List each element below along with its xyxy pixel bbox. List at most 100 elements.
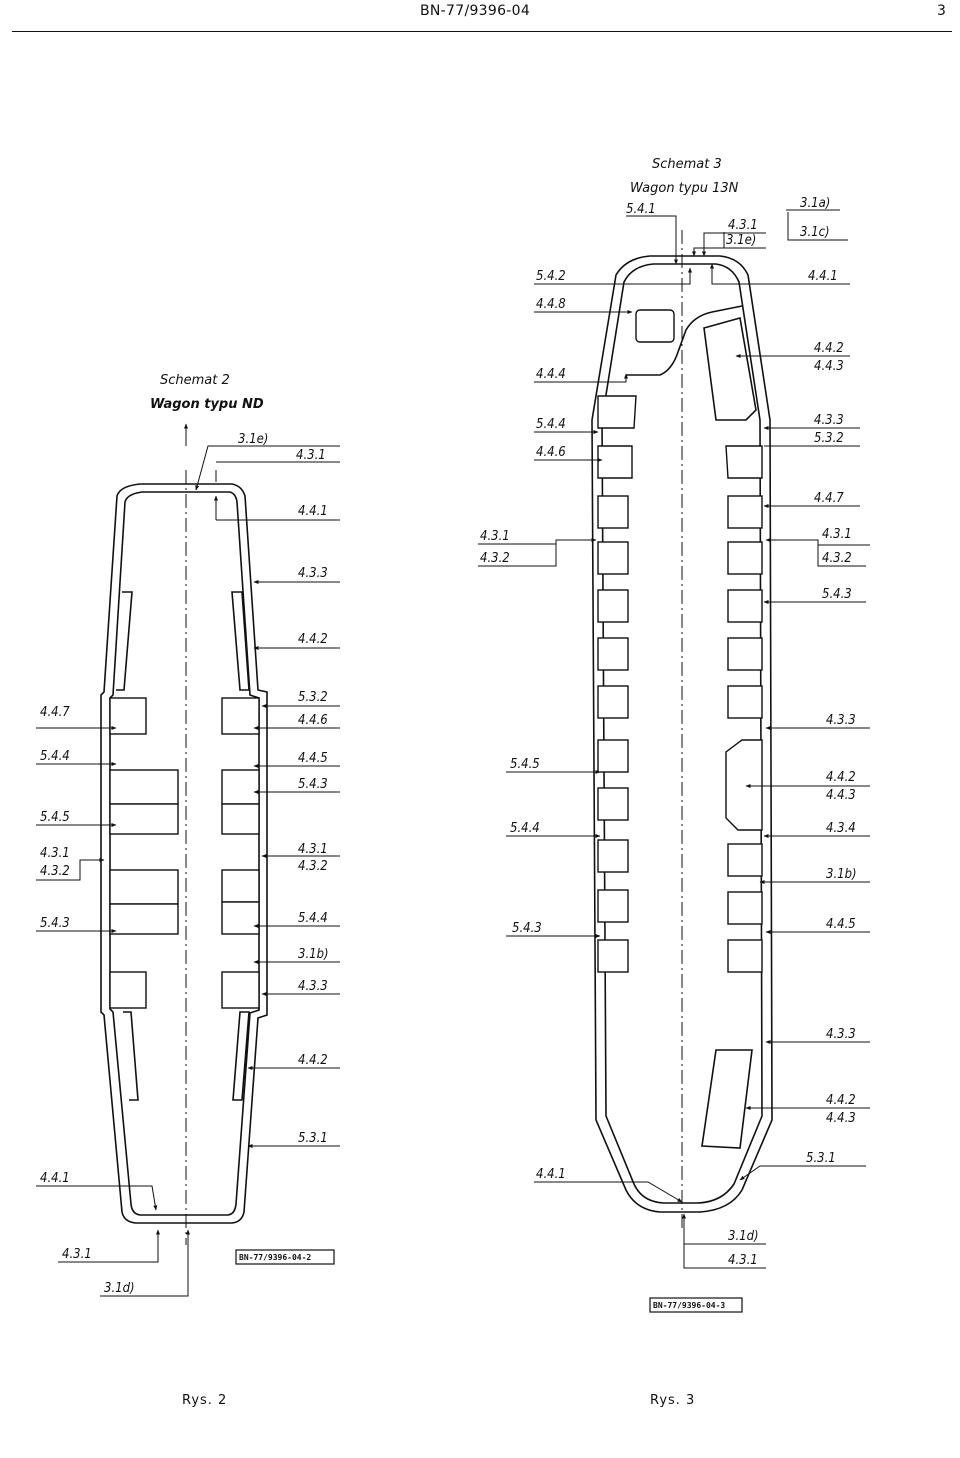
label-4-4-5: 4.4.5 xyxy=(826,917,856,932)
seat xyxy=(221,971,260,1009)
page-number: 3 xyxy=(937,3,947,19)
label-5-4-1: 5.4.1 xyxy=(626,202,656,217)
label-5-4-3: 5.4.3 xyxy=(512,921,542,936)
wagon-nd-outline xyxy=(100,483,268,1224)
header-rule xyxy=(12,31,952,32)
schemat3-stamp-frame xyxy=(649,1297,743,1313)
label-3-1d: 3.1d) xyxy=(104,1281,135,1296)
label-5-3-1: 5.3.1 xyxy=(298,1131,328,1146)
label-5-4-3: 5.4.3 xyxy=(822,587,852,602)
seat xyxy=(597,939,629,973)
seat xyxy=(597,589,629,623)
label-4-3-3: 4.3.3 xyxy=(814,413,844,428)
document-id: BN-77/9396-04 xyxy=(420,3,531,19)
label-4-4-4: 4.4.4 xyxy=(536,367,566,382)
seat xyxy=(109,903,179,935)
label-4-3-3: 4.3.3 xyxy=(826,1027,856,1042)
label-5-4-5: 5.4.5 xyxy=(40,810,70,825)
label-4-4-7: 4.4.7 xyxy=(814,491,844,506)
seat xyxy=(221,769,260,805)
side-panel xyxy=(116,591,133,691)
schemat2-stamp-frame xyxy=(235,1249,335,1265)
label-4-3-3: 4.3.3 xyxy=(298,566,328,581)
label-4-3-2: 4.3.2 xyxy=(822,551,852,566)
seat xyxy=(727,891,763,925)
label-4-3-4: 4.3.4 xyxy=(826,821,856,836)
label-4-3-3: 4.3.3 xyxy=(826,713,856,728)
seat xyxy=(597,541,629,575)
side-compartment xyxy=(701,1049,753,1149)
side-panel xyxy=(232,1011,250,1101)
label-4-4-3: 4.4.3 xyxy=(814,359,844,374)
label-4-4-1: 4.4.1 xyxy=(808,269,838,284)
label-4-3-1: 4.3.1 xyxy=(728,218,758,233)
label-3-1c: 3.1c) xyxy=(800,225,830,240)
seat xyxy=(597,889,629,923)
label-3-1b: 3.1b) xyxy=(298,947,329,962)
seat xyxy=(597,395,637,429)
label-4-3-3: 4.3.3 xyxy=(298,979,328,994)
label-4-3-1: 4.3.1 xyxy=(62,1247,92,1262)
side-panel xyxy=(123,1011,139,1101)
label-4-3-1: 4.3.1 xyxy=(822,527,852,542)
seat xyxy=(221,803,260,835)
label-5-4-4: 5.4.4 xyxy=(298,911,328,926)
label-4-3-1: 4.3.1 xyxy=(40,846,70,861)
seat xyxy=(597,685,629,719)
label-3-1b: 3.1b) xyxy=(826,867,857,882)
label-4-4-1: 4.4.1 xyxy=(298,504,328,519)
label-4-4-2: 4.4.2 xyxy=(814,341,844,356)
label-4-3-2: 4.3.2 xyxy=(40,864,70,879)
seat xyxy=(221,901,260,935)
label-3-1a: 3.1a) xyxy=(800,196,830,211)
seat xyxy=(727,495,763,529)
seat xyxy=(597,787,629,821)
label-4-3-2: 4.3.2 xyxy=(298,859,328,874)
wagon-13n-diagram: Schemat 3 Wagon typu 13N xyxy=(478,157,870,1408)
seat xyxy=(109,971,147,1009)
seat xyxy=(597,839,629,873)
label-5-3-2: 5.3.2 xyxy=(814,431,844,446)
seat xyxy=(109,697,147,735)
label-4-3-1: 4.3.1 xyxy=(480,529,510,544)
seat xyxy=(109,769,179,805)
label-4-4-5: 4.4.5 xyxy=(298,751,328,766)
label-4-3-1: 4.3.1 xyxy=(298,842,328,857)
label-4-3-1: 4.3.1 xyxy=(728,1253,758,1268)
label-4-4-6: 4.4.6 xyxy=(298,713,328,728)
seat xyxy=(727,589,763,623)
seat xyxy=(109,869,179,905)
wagon-13n-inner-wall xyxy=(601,263,763,1204)
seat xyxy=(727,637,763,671)
label-5-4-4: 5.4.4 xyxy=(40,749,70,764)
label-4-4-8: 4.4.8 xyxy=(536,297,566,312)
label-4-4-2: 4.4.2 xyxy=(298,632,328,647)
schemat2-stamp: BN-77/9396-04-2 xyxy=(239,1253,311,1262)
label-4-4-2: 4.4.2 xyxy=(826,1093,856,1108)
label-5-4-4: 5.4.4 xyxy=(510,821,540,836)
seat xyxy=(727,939,763,973)
label-3-1e: 3.1e) xyxy=(238,432,268,447)
label-4-4-3: 4.4.3 xyxy=(826,788,856,803)
label-4-3-2: 4.3.2 xyxy=(480,551,510,566)
label-4-4-1: 4.4.1 xyxy=(40,1171,70,1186)
label-4-4-2: 4.4.2 xyxy=(298,1053,328,1068)
seat xyxy=(597,495,629,529)
side-compartment xyxy=(703,316,757,421)
label-4-4-6: 4.4.6 xyxy=(536,445,566,460)
label-5-4-5: 5.4.5 xyxy=(510,757,540,772)
label-4-4-3: 4.4.3 xyxy=(826,1111,856,1126)
seat xyxy=(597,739,629,773)
schemat3-title: Schemat 3 xyxy=(652,157,722,172)
side-compartment xyxy=(725,739,763,831)
label-3-1e: 3.1e) xyxy=(726,233,756,248)
schemat3-subtitle: Wagon typu 13N xyxy=(630,181,739,196)
label-4-4-2: 4.4.2 xyxy=(826,770,856,785)
wagon-13n-outline xyxy=(591,255,773,1213)
seat xyxy=(597,637,629,671)
label-5-3-1: 5.3.1 xyxy=(806,1151,836,1166)
seat xyxy=(221,869,260,903)
caption-rys-2: Rys. 2 xyxy=(182,1393,227,1408)
